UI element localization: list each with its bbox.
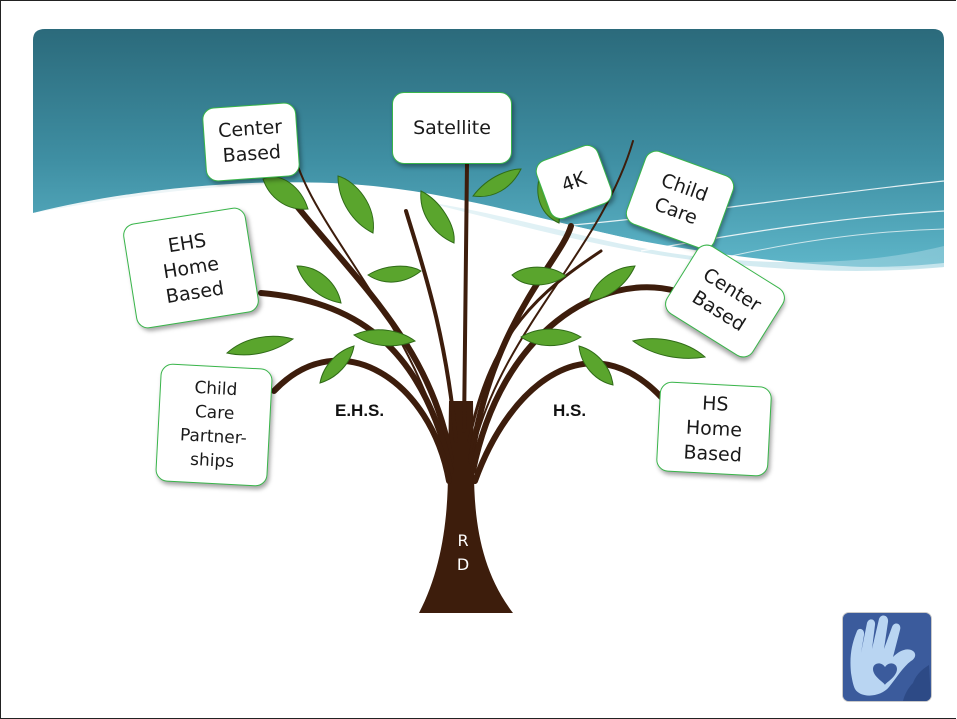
leaf: [319, 345, 355, 384]
branch: [472, 140, 634, 452]
branch: [467, 249, 603, 443]
node-4k-label: 4K: [558, 166, 590, 197]
node-center-based-left-label: Center Based: [217, 115, 283, 167]
node-ehs-home-based-label: EHS Home Based: [161, 228, 226, 308]
logo: [843, 613, 931, 701]
node-hs-home-based: HS Home Based: [655, 381, 773, 477]
node-satellite-label: Satellite: [413, 116, 491, 139]
branch: [462, 161, 469, 433]
node-hs-home-based-label: HS Home Based: [683, 391, 743, 466]
node-ehs-home-based: EHS Home Based: [121, 205, 261, 331]
branch: [472, 360, 666, 484]
leaf: [578, 345, 614, 386]
leaf: [520, 328, 582, 347]
node-center-based-right-label: Center Based: [688, 263, 765, 336]
leaf: [420, 190, 455, 244]
leaf: [588, 265, 636, 302]
node-center-based-left: Center Based: [201, 101, 301, 183]
leaf: [631, 338, 707, 359]
leaf: [367, 265, 422, 283]
hand-heart-icon: [843, 613, 931, 701]
leaves: [225, 168, 707, 386]
node-child-care-label: Child Care: [651, 169, 711, 230]
branch-label-ehs: E.H.S.: [335, 401, 385, 420]
branch: [258, 290, 454, 474]
node-child-care-partnerships-label: Child Care Partner- ships: [179, 377, 248, 473]
branch-label-hs: H.S.: [553, 401, 587, 420]
leaf: [337, 175, 374, 234]
leaf: [225, 335, 295, 356]
branch: [468, 223, 574, 464]
leaf: [296, 265, 342, 304]
tree: [258, 138, 679, 613]
branch: [271, 357, 452, 484]
branch: [470, 284, 679, 474]
node-satellite: Satellite: [392, 92, 512, 164]
leaf: [472, 168, 522, 198]
leaf: [511, 266, 567, 286]
node-child-care-partnerships: Child Care Partner- ships: [154, 363, 274, 487]
leaf: [353, 329, 417, 347]
trunk: [419, 401, 513, 613]
trunk-label: R D: [456, 531, 470, 574]
branch: [404, 209, 458, 443]
leaf: [262, 176, 309, 210]
